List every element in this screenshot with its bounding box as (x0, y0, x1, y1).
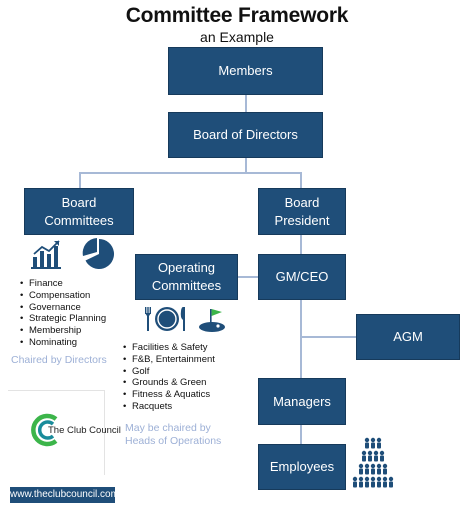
list-item: Grounds & Green (123, 377, 215, 389)
divider-top (8, 390, 104, 391)
connector-managers-employees (300, 425, 302, 444)
connector-members-board (245, 95, 247, 112)
club-council-logo-icon (31, 413, 58, 447)
people-pyramid-icon (352, 437, 394, 488)
board-of-directors-box: Board of Directors (168, 112, 323, 158)
list-item: Racquets (123, 401, 215, 413)
list-item: Facilities & Safety (123, 342, 215, 354)
list-item: Strategic Planning (20, 313, 106, 325)
agm-box: AGM (356, 314, 460, 360)
connector-to-president (300, 172, 302, 188)
website-link[interactable]: www.theclubcouncil.com (10, 487, 119, 503)
connector-opcomm-gm (238, 276, 258, 278)
connector-board-horizontal (245, 158, 247, 173)
list-item: F&B, Entertainment (123, 354, 215, 366)
members-box: Members (168, 47, 323, 95)
pie-chart-icon (82, 238, 115, 269)
operating-committee-list: Facilities & Safety F&B, Entertainment G… (123, 342, 215, 413)
board-committee-list: Finance Compensation Governance Strategi… (20, 278, 106, 349)
logo-text: The Club Council (48, 425, 121, 436)
connector-spine-agm (300, 336, 356, 338)
bar-chart-icon (31, 240, 61, 269)
gm-ceo-box: GM/CEO (258, 254, 346, 300)
board-committees-box: Board Committees (24, 188, 134, 235)
golf-icon (199, 309, 225, 332)
operating-committee-note: May be chaired by Heads of Operations (125, 422, 222, 447)
divider-right (104, 390, 105, 475)
managers-box: Managers (258, 378, 346, 425)
employees-box: Employees (258, 444, 346, 490)
list-item: Governance (20, 302, 106, 314)
connector-branch (79, 172, 301, 174)
list-item: Golf (123, 366, 215, 378)
board-president-box: Board President (258, 188, 346, 235)
dinner-plate-icon (145, 307, 185, 331)
diagram-subtitle: an Example (200, 29, 274, 45)
connector-to-committees (79, 172, 81, 188)
board-committee-note: Chaired by Directors (11, 354, 107, 366)
connector-president-gm (300, 235, 302, 254)
list-item: Membership (20, 325, 106, 337)
diagram-title: Committee Framework (125, 4, 349, 27)
list-item: Compensation (20, 290, 106, 302)
list-item: Nominating (20, 337, 106, 349)
operating-committees-box: Operating Committees (135, 254, 238, 300)
list-item: Finance (20, 278, 106, 290)
list-item: Fitness & Aquatics (123, 389, 215, 401)
connector-gm-managers (300, 300, 302, 378)
